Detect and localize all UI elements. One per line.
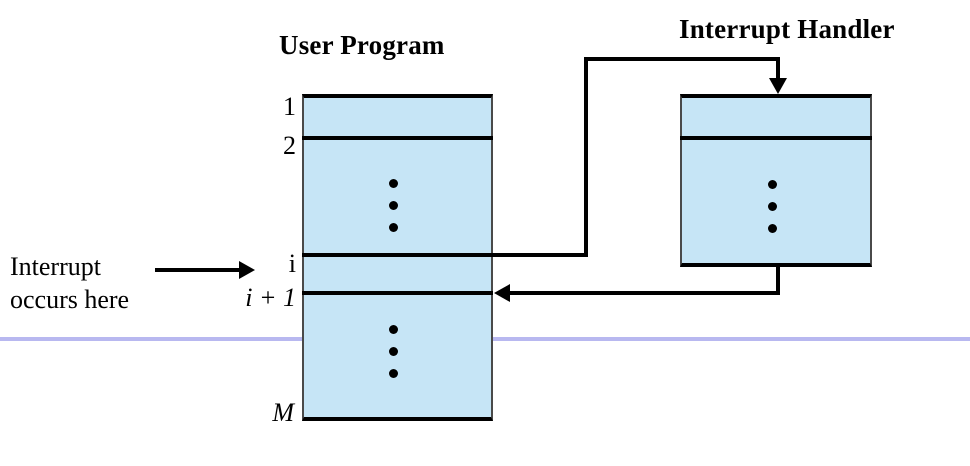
return-arrow-segment-horizontal bbox=[510, 291, 780, 295]
line-label-1: 1 bbox=[283, 92, 296, 121]
return-arrow-arrowhead-icon bbox=[494, 284, 510, 302]
interrupt-caption-line-2: occurs here bbox=[10, 285, 130, 314]
interrupt-handler-divider bbox=[680, 136, 872, 140]
call-arrow-segment-vertical-left bbox=[584, 57, 588, 257]
interrupt-handler-title: Interrupt Handler bbox=[679, 14, 895, 44]
call-arrow-arrowhead-icon bbox=[769, 78, 787, 94]
dot bbox=[389, 179, 398, 188]
user-program-divider-before-line-i bbox=[302, 253, 493, 257]
interrupt-caption-line-1: Interrupt bbox=[10, 252, 101, 281]
user-program-ellipsis-lower bbox=[389, 325, 398, 378]
interrupt-pointer-line bbox=[155, 268, 241, 272]
dot bbox=[389, 347, 398, 356]
line-label-m: M bbox=[272, 398, 294, 427]
dot bbox=[389, 369, 398, 378]
interrupt-caption: Interrupt occurs here bbox=[10, 250, 160, 316]
dot bbox=[389, 201, 398, 210]
call-arrow-segment-horizontal-lower bbox=[493, 253, 588, 257]
dot bbox=[768, 202, 777, 211]
user-program-divider-after-line-i bbox=[302, 291, 493, 295]
return-arrow-segment-vertical bbox=[776, 265, 780, 295]
interrupt-pointer-arrowhead-icon bbox=[239, 261, 255, 279]
dot bbox=[389, 325, 398, 334]
line-label-i-plus-1: i + 1 bbox=[245, 283, 296, 312]
user-program-title: User Program bbox=[279, 30, 445, 60]
dot bbox=[389, 223, 398, 232]
call-arrow-segment-horizontal-upper bbox=[584, 57, 780, 61]
line-label-i: i bbox=[288, 249, 296, 278]
user-program-ellipsis-upper bbox=[389, 179, 398, 232]
user-program-box bbox=[302, 94, 493, 421]
interrupt-handler-ellipsis bbox=[768, 180, 777, 233]
dot bbox=[768, 224, 777, 233]
call-arrow-segment-vertical-right bbox=[776, 57, 780, 84]
user-program-divider-after-line-1 bbox=[302, 136, 493, 140]
line-label-2: 2 bbox=[283, 131, 296, 160]
dot bbox=[768, 180, 777, 189]
